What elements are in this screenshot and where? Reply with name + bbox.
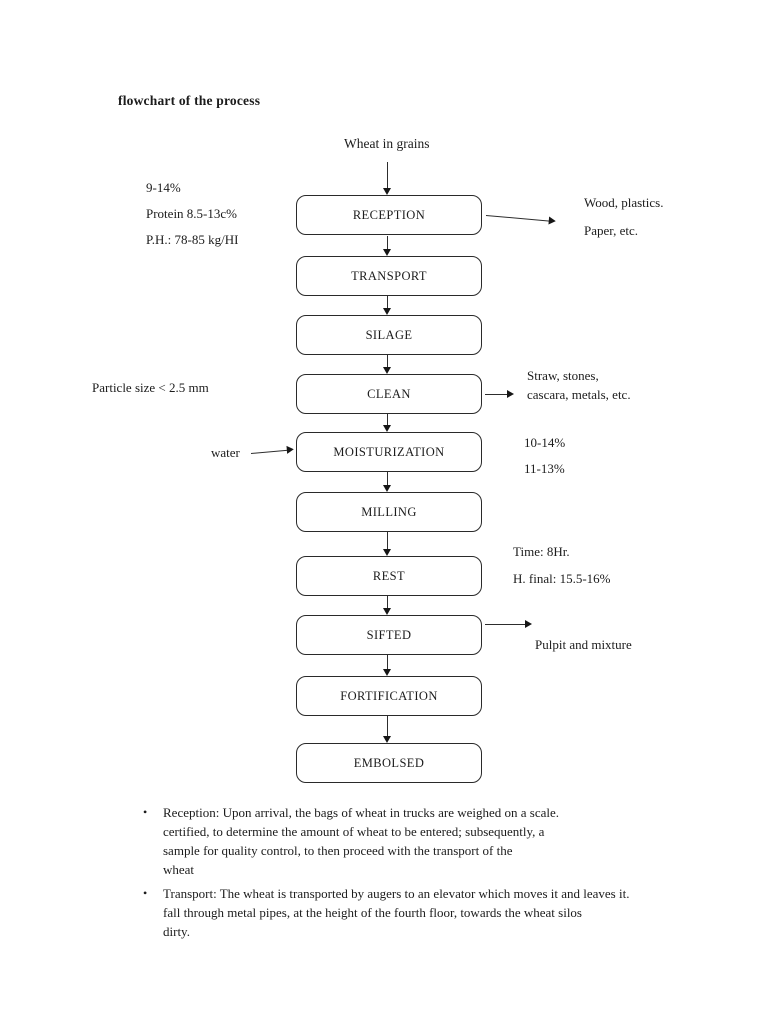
page-title: flowchart of the process	[118, 93, 261, 108]
annotation-ph-range: P.H.: 78-85 kg/HI	[146, 232, 239, 247]
annotation-cascara-metals: cascara, metals, etc.	[527, 387, 631, 402]
flow-box-sifted: SIFTED	[296, 615, 482, 655]
bullet-icon: •	[143, 805, 148, 819]
annotation-final-humidity: H. final: 15.5-16%	[513, 571, 611, 586]
arrow-clean-to-moisturization	[383, 414, 392, 432]
flow-box-milling: MILLING	[296, 492, 482, 532]
annotation-straw-stones: Straw, stones,	[527, 368, 599, 383]
note-line: certified, to determine the amount of wh…	[163, 824, 545, 839]
note-reception: • Reception: Upon arrival, the bags of w…	[143, 803, 683, 879]
arrow-reception-waste-out	[486, 211, 557, 226]
annotation-rest-time: Time: 8Hr.	[513, 544, 570, 559]
annotation-humidity-range: 9-14%	[146, 180, 181, 195]
annotation-wood-plastics: Wood, plastics.	[584, 195, 664, 210]
arrow-rest-to-sifted	[383, 596, 392, 615]
source-label: Wheat in grains	[344, 136, 430, 151]
note-line: dirty.	[163, 924, 190, 939]
arrow-milling-to-rest	[383, 532, 392, 556]
annotation-particle-size: Particle size < 2.5 mm	[92, 380, 209, 395]
flow-box-moisturization: MOISTURIZATION	[296, 432, 482, 472]
arrow-fortification-to-embolsed	[383, 716, 392, 743]
arrow-water-in	[251, 445, 295, 458]
annotation-paper-etc: Paper, etc.	[584, 223, 638, 238]
annotation-water-input: water	[211, 445, 240, 460]
note-line: sample for quality control, to then proc…	[163, 843, 513, 858]
note-line: fall through metal pipes, at the height …	[163, 905, 582, 920]
flow-box-rest: REST	[296, 556, 482, 596]
annotation-pulpit-mixture: Pulpit and mixture	[535, 637, 632, 652]
arrow-sifted-to-fortification	[383, 655, 392, 676]
flow-box-reception: RECEPTION	[296, 195, 482, 235]
flow-box-embolsed: EMBOLSED	[296, 743, 482, 783]
flow-box-clean: CLEAN	[296, 374, 482, 414]
note-transport-text: Transport: The wheat is transported by a…	[163, 884, 683, 941]
annotation-protein-range: Protein 8.5-13c%	[146, 206, 237, 221]
arrow-wheat-to-reception	[383, 162, 392, 195]
flow-box-fortification: FORTIFICATION	[296, 676, 482, 716]
flow-box-silage: SILAGE	[296, 315, 482, 355]
annotation-moisture-10-14: 10-14%	[524, 435, 566, 450]
flow-box-transport: TRANSPORT	[296, 256, 482, 296]
arrow-transport-to-silage	[383, 296, 392, 315]
arrow-reception-to-transport	[383, 236, 392, 256]
annotation-moisture-11-13: 11-13%	[524, 461, 565, 476]
process-notes: • Reception: Upon arrival, the bags of w…	[143, 803, 683, 941]
note-transport: • Transport: The wheat is transported by…	[143, 884, 683, 941]
note-line: wheat	[163, 862, 195, 877]
arrow-silage-to-clean	[383, 355, 392, 374]
bullet-icon: •	[143, 886, 148, 900]
note-reception-text: Reception: Upon arrival, the bags of whe…	[163, 803, 683, 879]
arrow-clean-waste-out	[485, 390, 514, 399]
arrow-sifted-out	[485, 620, 532, 629]
note-line: Reception: Upon arrival, the bags of whe…	[163, 805, 559, 820]
arrow-moisturization-to-milling	[383, 472, 392, 492]
note-line: Transport: The wheat is transported by a…	[163, 886, 630, 901]
